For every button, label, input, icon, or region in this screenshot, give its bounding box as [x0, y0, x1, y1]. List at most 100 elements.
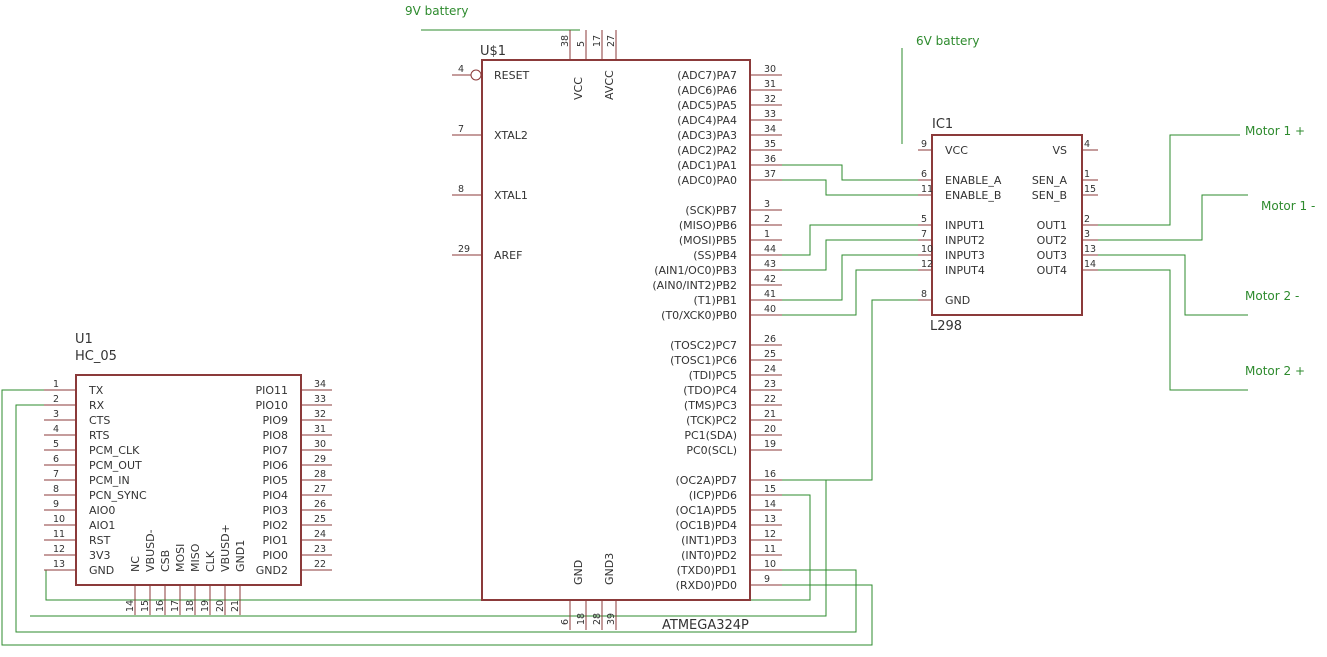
- bt-pin-label-tx: TX: [88, 384, 104, 397]
- wire-pb3-input2: [782, 239, 918, 271]
- bt-pin-label-pio9: PIO9: [262, 414, 288, 427]
- mcu-pin-label-xtal2: XTAL2: [494, 129, 528, 142]
- bt-pin-number: 12: [53, 544, 65, 555]
- bt-pin-number: 4: [53, 424, 59, 435]
- mcu-pin-label-tosc2-pc7: (TOSC2)PC7: [670, 339, 737, 352]
- mcu-pin-number: 31: [764, 79, 776, 90]
- bt-value: HC_05: [75, 349, 117, 364]
- bt-pin-label-pio7: PIO7: [262, 444, 288, 457]
- mcu-pin-label-adc4-pa4: (ADC4)PA4: [677, 114, 737, 127]
- wire-pb4-input1: [782, 224, 918, 256]
- mcu-pin-number: 25: [764, 349, 776, 360]
- mcu-pin-number: 12: [764, 529, 776, 540]
- mcu-pin-label-tms-pc3: (TMS)PC3: [684, 399, 737, 412]
- bt-pin-number: 20: [215, 600, 226, 612]
- mcu-pin-number: 30: [764, 64, 776, 75]
- mcu-pin-label-reset: RESET: [494, 69, 530, 82]
- net-label-9v-battery: 9V battery: [405, 4, 468, 18]
- bt-pin-label-aio0: AIO0: [89, 504, 115, 517]
- driver-pin-number: 9: [921, 139, 927, 150]
- mcu-pin-label-tck-pc2: (TCK)PC2: [686, 414, 737, 427]
- mcu-pin-label-adc7-pa7: (ADC7)PA7: [677, 69, 737, 82]
- mcu-pin-label-txd0-pd1: (TXD0)PD1: [677, 564, 737, 577]
- driver-pin-label-input2: INPUT2: [945, 234, 985, 247]
- driver-pin-label-out1: OUT1: [1037, 219, 1067, 232]
- driver-pin-number: 2: [1084, 214, 1090, 225]
- bt-pin-label-pio5: PIO5: [262, 474, 288, 487]
- bt-pin-number: 32: [314, 409, 326, 420]
- driver-pin-number: 7: [921, 229, 927, 240]
- mcu-pin-number: 16: [764, 469, 776, 480]
- driver-pin-label-out2: OUT2: [1037, 234, 1067, 247]
- mcu-pin-label-avcc: AVCC: [603, 70, 616, 100]
- wire-pb0-input4: [782, 269, 918, 316]
- bt-pin-number: 29: [314, 454, 326, 465]
- driver-pin-number: 15: [1084, 184, 1096, 195]
- bt-pin-label-vbusd: VBUSD+: [219, 524, 232, 572]
- mcu-pin-number: 14: [764, 499, 776, 510]
- bt-pin-number: 5: [53, 439, 59, 450]
- wire-bt-tx-rxd: [1, 389, 873, 646]
- bt-pin-label-gnd2: GND2: [256, 564, 288, 577]
- wire-out2-motor1-minus: [1098, 194, 1248, 241]
- bt-pin-label-gnd1: GND1: [234, 540, 247, 572]
- wire-pa0-enable-b: [782, 179, 918, 196]
- wire-out1-motor1-plus: [1098, 134, 1240, 226]
- bt-pin-number: 6: [53, 454, 59, 465]
- driver-value: L298: [930, 319, 962, 334]
- mcu-pin-number: 19: [764, 439, 776, 450]
- bt-pin-label-pio1: PIO1: [262, 534, 288, 547]
- reset-inversion-bubble: [470, 69, 482, 81]
- mcu-pin-number: 39: [606, 613, 617, 625]
- mcu-pin-label-tosc1-pc6: (TOSC1)PC6: [670, 354, 737, 367]
- bt-pin-label-vbusd: VBUSD-: [144, 529, 157, 572]
- bt-pin-number: 24: [314, 529, 326, 540]
- bt-pin-number: 11: [53, 529, 65, 540]
- driver-pin-number: 10: [921, 244, 933, 255]
- net-label-motor2-minus: Motor 2 -: [1245, 289, 1299, 303]
- net-label-6v-battery: 6V battery: [916, 34, 979, 48]
- bt-pin-number: 27: [314, 484, 326, 495]
- driver-pin-label-vs: VS: [1052, 144, 1067, 157]
- mcu-pin-label-int0-pd2: (INT0)PD2: [681, 549, 737, 562]
- mcu-pin-number: 9: [764, 574, 770, 585]
- driver-pin-number: 4: [1084, 139, 1090, 150]
- wire-bt-rx-txd: [15, 404, 857, 633]
- mcu-pin-label-oc2a-pd7: (OC2A)PD7: [675, 474, 737, 487]
- mcu-pin-label-tdi-pc5: (TDI)PC5: [689, 369, 737, 382]
- bt-pin-number: 26: [314, 499, 326, 510]
- bt-pin-number: 28: [314, 469, 326, 480]
- mcu-pin-label-sck-pb7: (SCK)PB7: [685, 204, 737, 217]
- mcu-pin-label-adc1-pa1: (ADC1)PA1: [677, 159, 737, 172]
- mcu-pin-number: 27: [606, 35, 617, 47]
- bt-pin-label-rts: RTS: [89, 429, 110, 442]
- driver-pin-number: 13: [1084, 244, 1096, 255]
- mcu-pin-label-miso-pb6: (MISO)PB6: [679, 219, 737, 232]
- driver-pin-number: 5: [921, 214, 927, 225]
- mcu-pin-number: 43: [764, 259, 776, 270]
- mcu-pin-number: 22: [764, 394, 776, 405]
- mcu-pin-label-ss-pb4: (SS)PB4: [693, 249, 737, 262]
- mcu-pin-label-xtal1: XTAL1: [494, 189, 528, 202]
- mcu-pin-label-adc6-pa6: (ADC6)PA6: [677, 84, 737, 97]
- bt-pin-label-clk: CLK: [204, 550, 217, 572]
- mcu-pin-number: 15: [764, 484, 776, 495]
- bt-pin-number: 31: [314, 424, 326, 435]
- mcu-pin-label-ain0-int2-pb2: (AIN0/INT2)PB2: [652, 279, 737, 292]
- mcu-pin-number: 4: [458, 64, 464, 75]
- bt-pin-number: 23: [314, 544, 326, 555]
- bt-pin-label-3v3: 3V3: [89, 549, 111, 562]
- bt-pin-label-pcm-in: PCM_IN: [89, 474, 130, 487]
- mcu-pin-number: 24: [764, 364, 776, 375]
- bt-name: U1: [75, 332, 93, 347]
- mcu-pin-number: 35: [764, 139, 776, 150]
- wire-pa1-enable-a: [782, 164, 918, 181]
- bt-pin-number: 16: [155, 600, 166, 612]
- mcu-pin-number: 26: [764, 334, 776, 345]
- net-label-motor1-plus: Motor 1 +: [1245, 124, 1305, 138]
- mcu-pin-number: 11: [764, 544, 776, 555]
